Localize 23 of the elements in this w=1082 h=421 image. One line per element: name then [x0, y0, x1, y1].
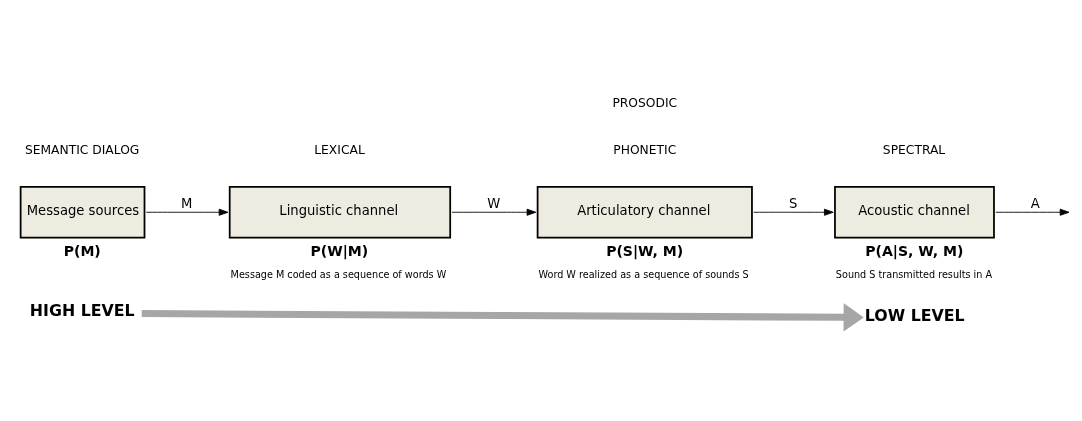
arrow [995, 208, 1070, 216]
arrow [141, 303, 864, 332]
edge-label: W [487, 195, 501, 211]
node-label: P(S|W, M) [606, 243, 684, 259]
arrow [753, 208, 834, 216]
label: SEMANTIC DIALOG [24, 143, 140, 158]
label: PROSODIC [612, 95, 678, 110]
label: LEXICAL [314, 143, 365, 158]
node-label: Message M coded as a sequence of words W [230, 268, 447, 280]
node-label: P(A|S, W, M) [865, 243, 964, 259]
arrow [451, 208, 537, 216]
node-text: HIGH LEVEL [29, 301, 135, 321]
edge-label: M [180, 195, 193, 211]
edge-label: S [789, 195, 798, 211]
label: PHONETIC [613, 143, 677, 158]
node-label: P(W|M) [310, 243, 369, 259]
arrow [145, 208, 229, 216]
node-label: P(M) [63, 243, 101, 259]
edge-label: A [1030, 195, 1040, 211]
node-label: Word W realized as a sequence of sounds S [538, 268, 749, 280]
node-label: Sound S transmitted results in A [835, 268, 993, 280]
label: SPECTRAL [882, 143, 946, 158]
node-text: LOW LEVEL [864, 305, 965, 325]
